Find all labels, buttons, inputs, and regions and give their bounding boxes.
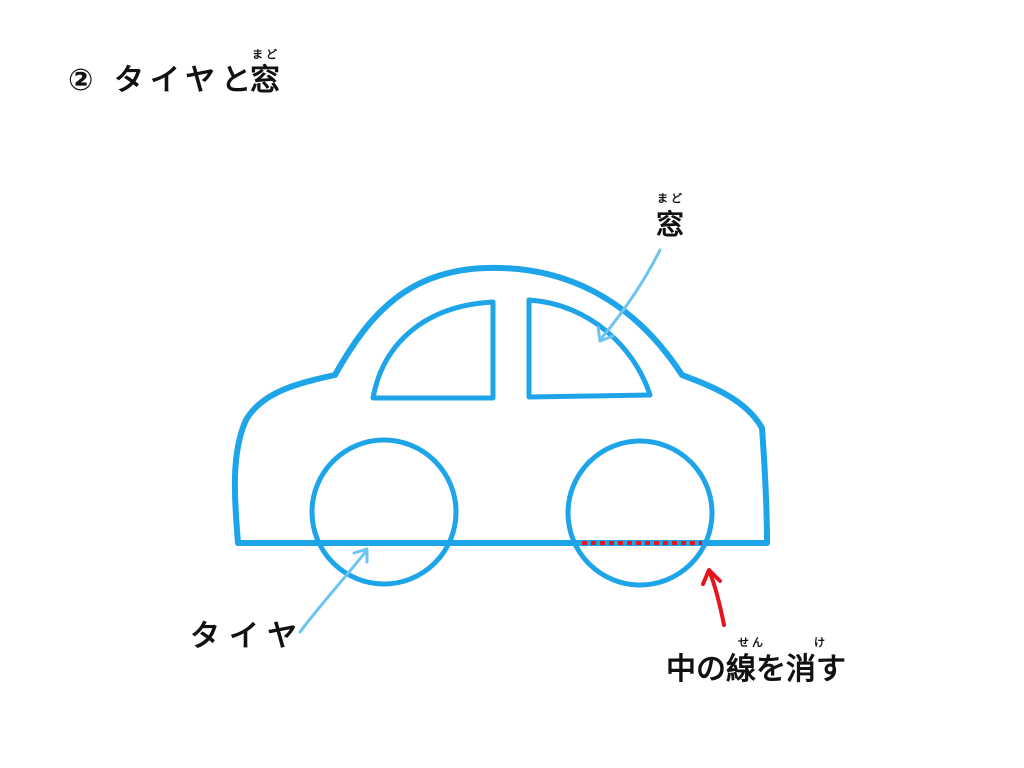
title-kanji: 窓 [250,63,280,98]
tire-pointer-arrow [298,548,369,634]
erase-instruction-label: 中の線を消す [666,652,846,687]
erase-pointer-arrow [708,571,726,627]
title-text: タイヤと [114,63,258,98]
left-tire-circle [309,437,459,587]
window-label: 窓 [656,208,685,241]
window-pointer-arrow [598,248,662,342]
left-window-outline [370,299,496,401]
right-tire-circle [565,438,715,588]
erase-label-ruby-sen: せん [738,636,766,649]
tire-pointer-arrowhead [352,547,369,564]
tire-label: タイヤ [190,619,307,654]
car-body-outline [231,264,770,546]
right-window-outline [526,297,653,400]
window-label-ruby: まど [657,192,685,205]
window-pointer-arrowhead [596,325,615,343]
title-step-number: ② [68,63,94,98]
erase-pointer-arrowhead [701,568,722,586]
erase-label-ruby-ke: け [814,636,828,649]
title-kanji-ruby: まど [252,48,280,61]
